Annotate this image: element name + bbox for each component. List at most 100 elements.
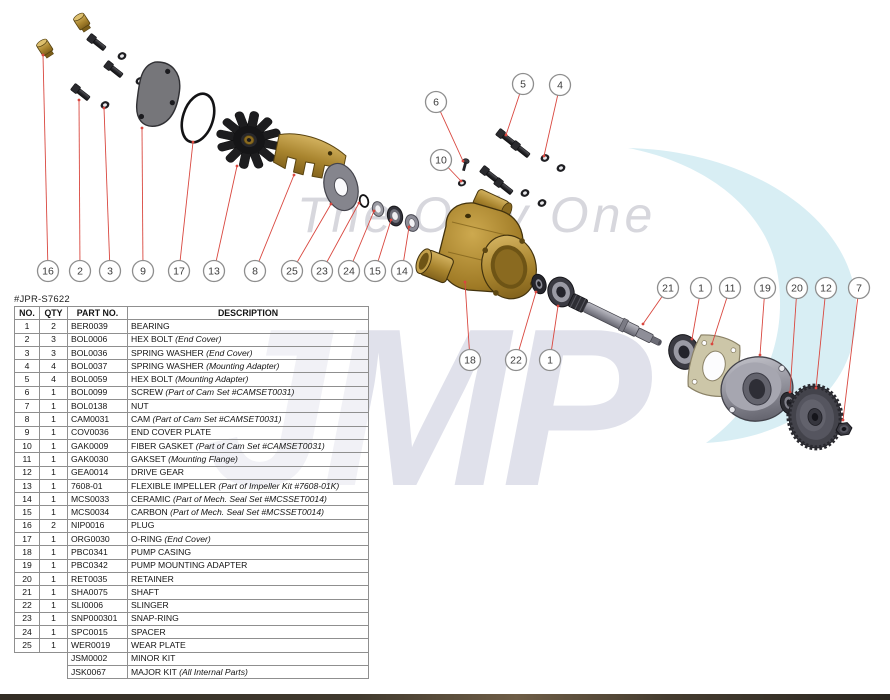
item-no: 18 [14, 545, 40, 560]
item-description: PUMP CASING [127, 545, 369, 560]
svg-text:4: 4 [557, 80, 563, 92]
leader-arrow [102, 106, 106, 110]
item-description: SPRING WASHER (End Cover) [127, 345, 369, 361]
item-qty: 1 [39, 545, 68, 560]
leader-arrow [461, 159, 465, 163]
item-no: 12 [14, 465, 40, 480]
item-qty [40, 652, 68, 665]
item-qty: 1 [39, 438, 68, 454]
item-no: 1 [14, 319, 40, 334]
item-part-no: SHA0075 [67, 585, 128, 600]
balloon-13: 13 [202, 259, 226, 283]
item-no: 6 [14, 385, 40, 401]
plug-part [73, 12, 91, 33]
spring-washer-part [520, 189, 530, 197]
balloon-21: 21 [656, 276, 680, 300]
svg-text:13: 13 [208, 266, 220, 278]
item-description: FLEXIBLE IMPELLER (Part of Impeller Kit … [127, 478, 369, 494]
balloon-3: 3 [98, 259, 122, 283]
item-qty: 1 [39, 505, 68, 520]
balloon-6: 6 [424, 90, 448, 114]
balloon-5: 5 [511, 72, 535, 96]
item-description: SCREW (Part of Cam Set #CAMSET0031) [127, 385, 369, 401]
item-no: 13 [14, 478, 40, 494]
balloon-20: 20 [785, 276, 809, 300]
leader-arrow [841, 418, 845, 422]
balloon-10: 10 [429, 148, 453, 172]
leader-arrow [140, 126, 144, 130]
leader-line [543, 84, 561, 157]
column-header: NO. [14, 305, 40, 321]
leader-line [842, 287, 860, 421]
item-part-no: 7608-01 [67, 478, 128, 494]
item-part-no: NIP0016 [67, 518, 128, 534]
leader-arrow [41, 53, 45, 57]
item-qty: 1 [39, 492, 68, 507]
item-no: 23 [14, 611, 40, 627]
leader-line [78, 99, 81, 272]
item-description: PLUG [127, 518, 369, 534]
item-no: 10 [14, 438, 40, 454]
item-description: SPRING WASHER (Mounting Adapter) [127, 359, 369, 374]
item-part-no: GEA0014 [67, 465, 128, 480]
balloon-19: 19 [753, 276, 777, 300]
item-qty: 4 [39, 359, 68, 374]
svg-text:19: 19 [759, 283, 771, 295]
item-description: BEARING [127, 319, 369, 334]
leader-line [103, 107, 111, 272]
item-part-no: MCS0033 [67, 492, 128, 507]
item-part-no: SLI0006 [67, 598, 128, 613]
item-part-no: MCS0034 [67, 505, 128, 520]
item-no: 14 [14, 492, 40, 507]
item-description: SPACER [127, 625, 369, 640]
leader-line [759, 287, 766, 356]
item-description: HEX BOLT (Mounting Adapter) [127, 372, 369, 387]
item-qty: 1 [39, 625, 68, 640]
svg-text:7: 7 [856, 283, 862, 295]
item-description: CARBON (Part of Mech. Seal Set #MCSSET00… [127, 505, 369, 520]
svg-text:24: 24 [343, 266, 355, 278]
item-part-no: PBC0342 [67, 558, 128, 573]
item-part-no: SPC0015 [67, 625, 128, 640]
item-qty: 1 [39, 558, 68, 573]
balloon-9: 9 [131, 259, 155, 283]
svg-text:15: 15 [369, 266, 381, 278]
item-qty: 2 [39, 518, 68, 534]
leader-line [515, 291, 537, 361]
bottom-bar [0, 694, 890, 700]
item-no: 19 [14, 558, 40, 573]
plug-part [36, 38, 54, 59]
hex-bolt-part [495, 128, 516, 146]
leader-arrow [191, 140, 195, 144]
svg-text:25: 25 [286, 266, 298, 278]
item-qty: 1 [39, 585, 68, 600]
item-no: 2 [14, 332, 40, 347]
item-qty: 3 [39, 345, 68, 361]
item-description: DRIVE GEAR [127, 465, 369, 480]
leader-line [321, 202, 360, 272]
leader-arrow [814, 386, 818, 390]
svg-text:11: 11 [725, 283, 736, 295]
balloon-16: 16 [36, 259, 60, 283]
item-no: 7 [14, 399, 40, 414]
item-no [15, 652, 40, 665]
balloon-23: 23 [310, 259, 334, 283]
leader-line [291, 203, 332, 272]
item-part-no: RET0035 [67, 571, 128, 587]
spring-washer-part [117, 52, 127, 60]
wear-plate-part [323, 162, 359, 212]
item-part-no: GAK0030 [67, 452, 128, 467]
svg-text:18: 18 [464, 355, 476, 367]
